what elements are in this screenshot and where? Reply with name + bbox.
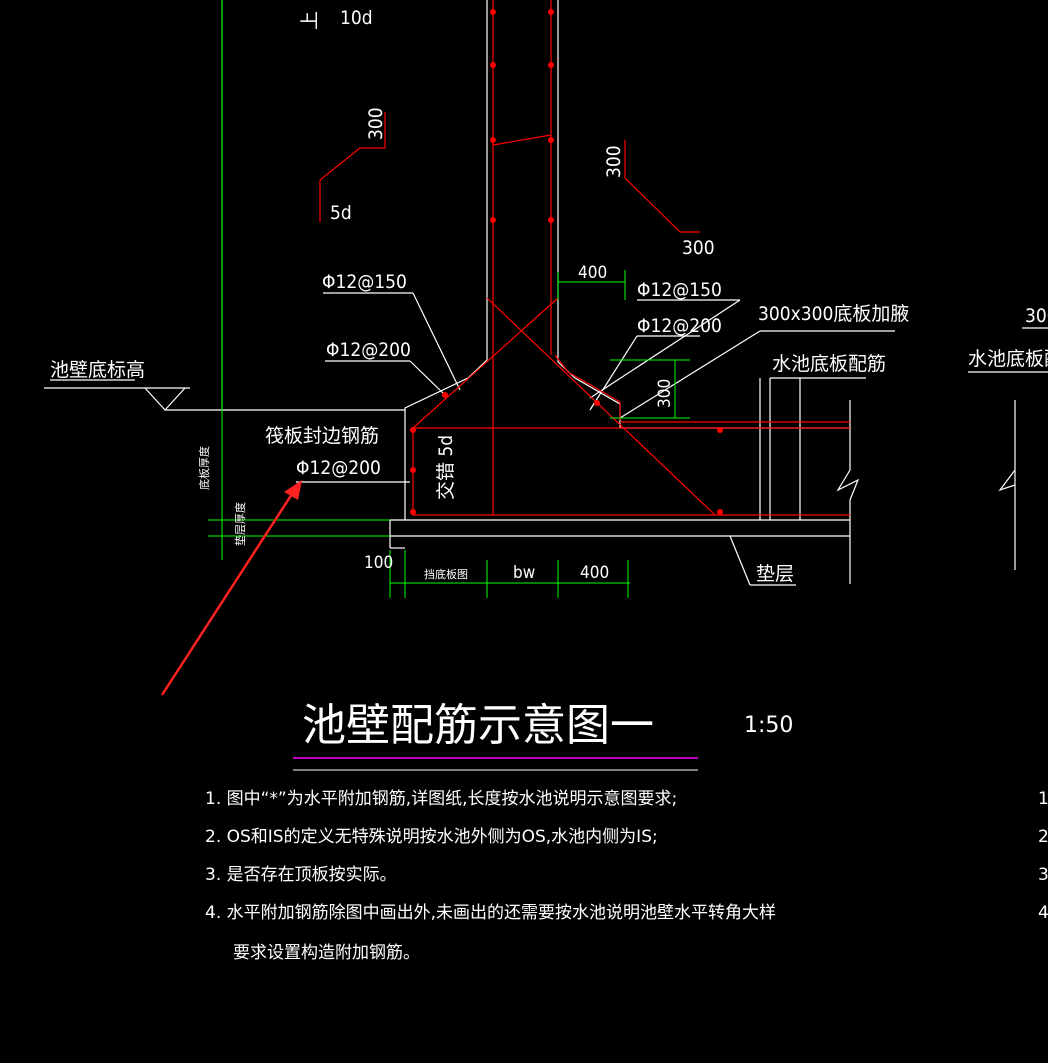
right-note-3: 3 <box>1038 865 1048 885</box>
right-note-4: 4 <box>1038 903 1048 923</box>
notes: 1. 图中“*”为水平附加钢筋,详图纸,长度按水池说明示意图要求; 2. OS和… <box>205 789 776 963</box>
red-arrow-annotation <box>160 480 302 696</box>
right-partial-300: 300 <box>1025 305 1048 327</box>
label-haunch: 300x300底板加腋 <box>758 303 909 325</box>
dim-5d-left: 5d <box>330 202 352 224</box>
label-raft-edge-rebar: 筏板封边钢筋 <box>265 425 379 447</box>
labels: 上 10d 300 5d 300 300 Φ12@150 Φ12@200 池壁底… <box>50 7 1048 585</box>
dim-slab-extension: 挡底板图 <box>424 567 468 581</box>
dim-300-right-horizontal: 300 <box>682 237 715 259</box>
label-phi12-150-left: Φ12@150 <box>322 271 407 293</box>
right-note-2: 2 <box>1038 827 1048 847</box>
concrete-outline <box>44 0 1048 586</box>
note-line-2: 2. OS和IS的定义无特殊说明按水池外侧为OS,水池内侧为IS; <box>205 827 658 847</box>
label-cushion-thickness: 垫层厚度 <box>233 502 247 546</box>
dim-100: 100 <box>364 553 393 573</box>
label-phi12-200-right: Φ12@200 <box>637 315 722 337</box>
dimensions <box>208 270 690 598</box>
label-cushion: 垫层 <box>756 563 794 585</box>
dim-300-haunch: 300 <box>655 379 675 408</box>
label-slab-thickness: 底板厚度 <box>197 446 211 490</box>
label-slab-rebar: 水池底板配筋 <box>772 353 886 375</box>
label-phi12-200-left: Φ12@200 <box>326 339 411 361</box>
right-partial-notes: 1 2 3 4 <box>1038 789 1048 923</box>
label-top-center: 上 <box>299 11 321 30</box>
rebar <box>319 0 850 516</box>
dim-300-right-vertical: 300 <box>603 145 625 178</box>
dim-400-bottom: 400 <box>580 563 609 583</box>
dim-400-top: 400 <box>578 263 607 283</box>
label-raft-edge-rebar-spec: Φ12@200 <box>296 457 381 479</box>
note-line-1: 1. 图中“*”为水平附加钢筋,详图纸,长度按水池说明示意图要求; <box>205 789 677 809</box>
label-anchor-5d: 交错 5d <box>435 435 457 500</box>
note-line-3: 3. 是否存在顶板按实际。 <box>205 865 397 885</box>
drawing-title: 池壁配筋示意图一 <box>302 700 654 751</box>
label-10d: 10d <box>340 7 373 29</box>
note-line-4: 4. 水平附加钢筋除图中画出外,未画出的还需要按水池说明池壁水平转角大样 <box>205 903 776 923</box>
right-partial-slab-rebar: 水池底板配 <box>968 348 1048 370</box>
right-note-1: 1 <box>1038 789 1048 809</box>
drawing-scale: 1:50 <box>744 713 793 738</box>
dim-300-left: 300 <box>365 107 387 140</box>
dim-bw: bw <box>513 563 535 583</box>
label-phi12-150-right: Φ12@150 <box>637 279 722 301</box>
note-line-5: 要求设置构造附加钢筋。 <box>233 943 420 963</box>
label-pool-wall-bottom-elevation: 池壁底标高 <box>50 359 145 381</box>
